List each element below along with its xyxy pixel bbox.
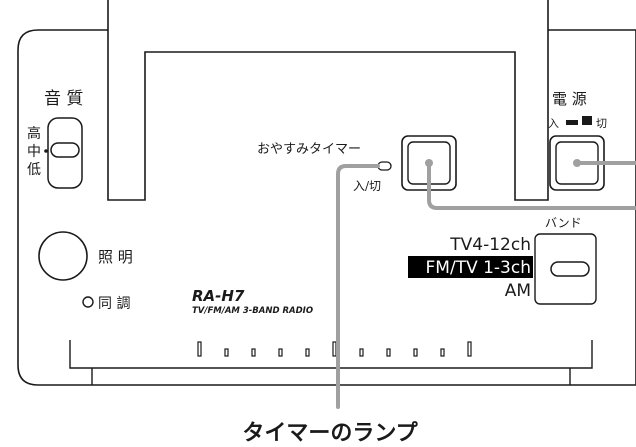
tone-high-label: 高: [27, 125, 41, 142]
power-off-mark: [582, 116, 592, 125]
sleep-timer-label: おやすみタイマー: [257, 142, 361, 157]
tuning-label: 同 調: [98, 296, 130, 312]
tone-low-label: 低: [27, 162, 41, 178]
timer-button-leader-dot: [425, 159, 433, 167]
timer-on-off-label: 入/切: [353, 179, 381, 193]
band-label: バンド: [545, 216, 582, 230]
light-label: 照 明: [98, 248, 133, 266]
timer-lamp-leader: [336, 164, 380, 409]
tuning-indicator: [82, 296, 94, 308]
power-label: 電 源: [552, 90, 587, 108]
band-fm-highlight: [408, 256, 533, 278]
band-tv-label: TV4-12ch: [449, 235, 531, 255]
tone-switch-knob[interactable]: [50, 142, 80, 158]
power-on-label: 入: [548, 117, 559, 130]
speaker-slots: [197, 341, 472, 357]
radio-feet: [91, 368, 571, 385]
tone-label: 音 質: [44, 89, 83, 109]
power-on-mark: [566, 120, 578, 125]
handle-outer: [107, 0, 549, 201]
model-name: RA-H7: [192, 287, 245, 305]
timer-button-leader: [427, 161, 636, 210]
light-button[interactable]: [38, 231, 88, 281]
tone-mid-label: 中: [27, 144, 41, 160]
radio-body: [17, 29, 636, 386]
tone-mid-dot: [44, 149, 48, 153]
band-switch-knob[interactable]: [550, 261, 590, 277]
timer-lamp-callout: タイマーのランプ: [242, 421, 418, 446]
power-button-leader-dot: [573, 159, 581, 167]
model-description: TV/FM/AM 3-BAND RADIO: [192, 306, 313, 316]
power-off-label: 切: [596, 117, 607, 130]
radio-base: [69, 340, 593, 369]
band-fm-label: FM/TV 1-3ch: [426, 258, 531, 278]
band-am-label: AM: [505, 281, 531, 301]
